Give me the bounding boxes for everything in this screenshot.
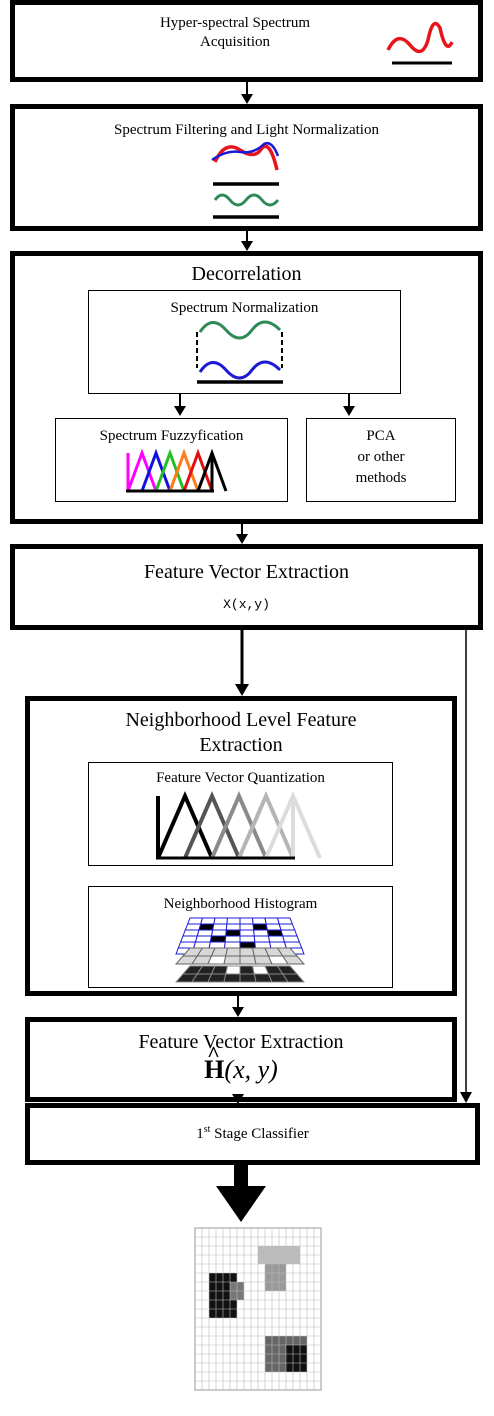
feature-vector-box-1 [10,544,483,630]
map-region [230,1282,244,1300]
formula-hat: ^ [207,1041,220,1066]
classifier-box [25,1103,480,1165]
pca-label-line2: or other [357,449,405,465]
fuzzyfication-label: Spectrum Fuzzyfication [99,428,244,444]
normalization-label: Spectrum Normalization [170,300,319,316]
pca-label: PCA or other methods [306,426,456,489]
classifier-suffix: Stage Classifier [210,1126,309,1142]
neighborhood-label-line1: Neighborhood Level Feature [125,709,357,731]
pca-label-line3: methods [355,470,407,486]
decorrelation-label: Decorrelation [191,263,302,285]
classifier-label: 1st Stage Classifier [25,1124,480,1143]
acquisition-label-line1: Hyper-spectral Spectrum [159,15,311,31]
feature-vector-label-1: Feature Vector Extraction [143,561,350,583]
map-region [265,1336,307,1372]
neighborhood-label-line2: Extraction [199,734,283,756]
quantization-label: Feature Vector Quantization [156,770,325,786]
formula-h-letter: H [204,1055,225,1084]
neighborhood-label: Neighborhood Level Feature Extraction [25,708,457,758]
map-region [265,1264,286,1291]
acquisition-label: Hyper-spectral Spectrum Acquisition [100,14,370,52]
feature-vector-formula-1: X(x,y) [223,597,270,612]
feature-vector-formula-2: ^ H (x, y) [25,1041,457,1085]
classifier-superscript: st [203,1124,211,1135]
map-region [258,1246,300,1264]
map-background [194,1227,322,1391]
classifier-prefix: 1 [196,1126,204,1142]
formula-args: (x, y) [224,1055,278,1084]
pca-label-line1: PCA [366,428,396,444]
filtering-label: Spectrum Filtering and Light Normalizati… [114,122,379,138]
pca-box [306,418,456,502]
map-region [209,1273,237,1318]
acquisition-label-line2: Acquisition [200,34,270,50]
map-region [286,1345,307,1372]
formula-h: ^ H [204,1041,225,1085]
feature-vector-label-2: Feature Vector Extraction [138,1031,344,1053]
histogram-label: Neighborhood Histogram [163,896,318,912]
